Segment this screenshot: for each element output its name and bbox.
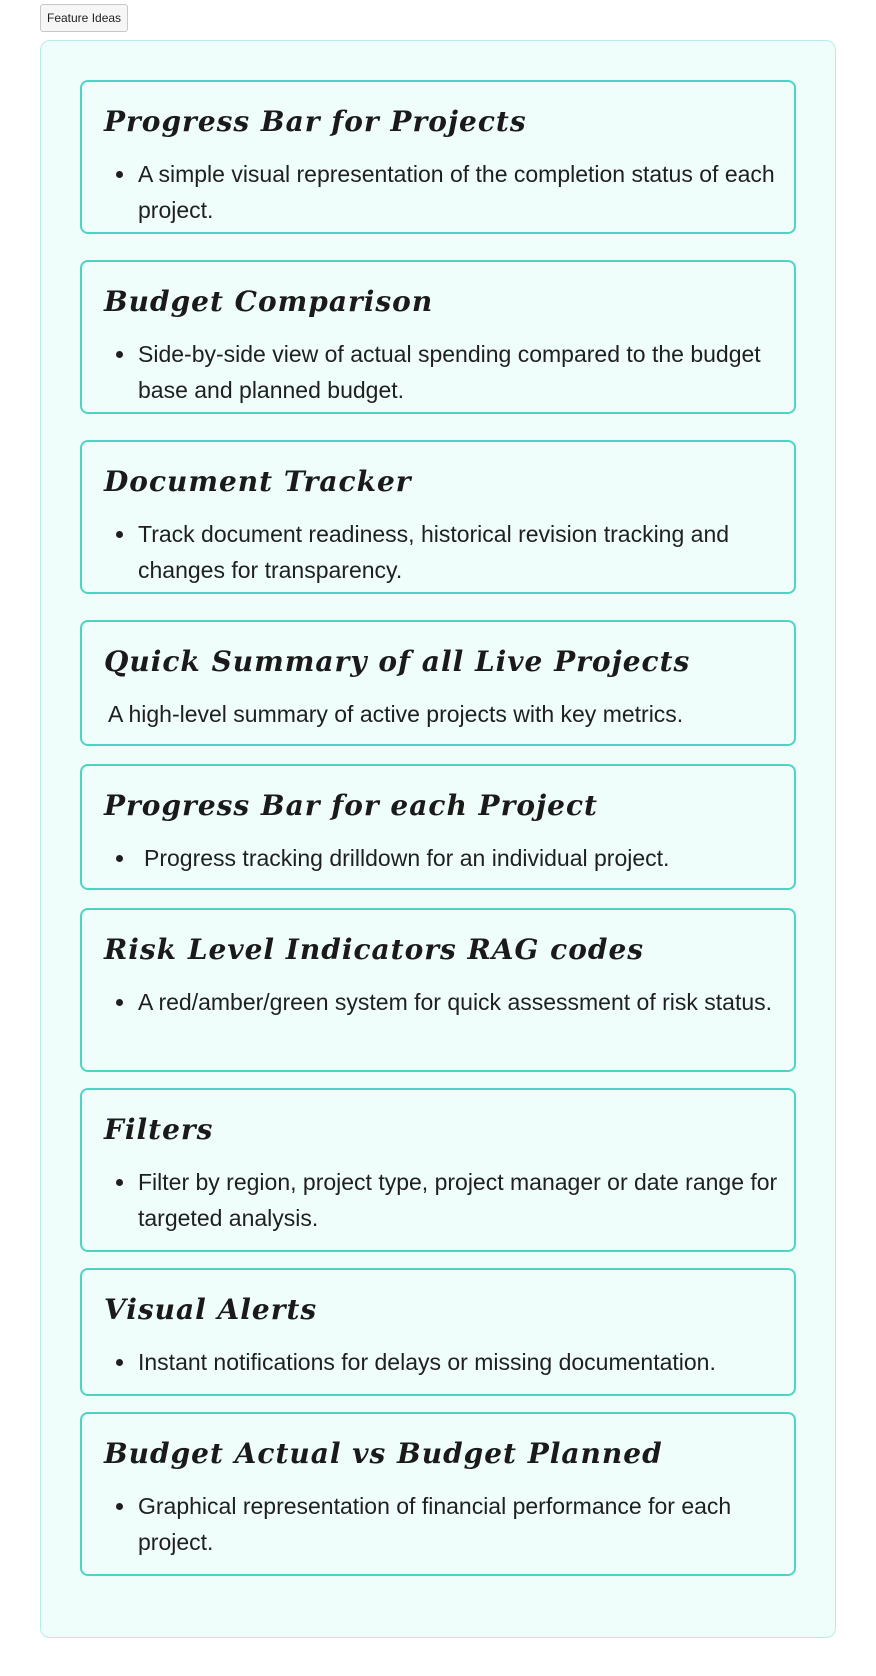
- card-title: Document Tracker: [104, 465, 412, 498]
- list-item: Filter by region, project type, project …: [116, 1164, 778, 1236]
- card-title: Quick Summary of all Live Projects: [104, 645, 691, 678]
- card-bullets: Side-by-side view of actual spending com…: [116, 336, 778, 408]
- feature-card-risk-level-indicators: Risk Level Indicators RAG codes A red/am…: [80, 908, 796, 1072]
- card-bullets: A red/amber/green system for quick asses…: [116, 984, 778, 1020]
- list-item: Graphical representation of financial pe…: [116, 1488, 778, 1560]
- card-title: Progress Bar for each Project: [104, 789, 598, 822]
- card-bullets: A simple visual representation of the co…: [116, 156, 778, 228]
- card-title: Filters: [104, 1113, 214, 1146]
- feature-card-progress-bar-each-project: Progress Bar for each Project Progress t…: [80, 764, 796, 890]
- card-description: A high-level summary of active projects …: [108, 701, 684, 727]
- card-bullets: Graphical representation of financial pe…: [116, 1488, 778, 1560]
- feature-card-filters: Filters Filter by region, project type, …: [80, 1088, 796, 1252]
- card-title: Progress Bar for Projects: [104, 105, 527, 138]
- feature-card-quick-summary: Quick Summary of all Live Projects A hig…: [80, 620, 796, 746]
- list-item: A red/amber/green system for quick asses…: [116, 984, 778, 1020]
- feature-card-budget-comparison: Budget Comparison Side-by-side view of a…: [80, 260, 796, 414]
- feature-card-budget-actual-vs-planned: Budget Actual vs Budget Planned Graphica…: [80, 1412, 796, 1576]
- feature-ideas-tab[interactable]: Feature Ideas: [40, 4, 129, 32]
- card-title: Visual Alerts: [104, 1293, 318, 1326]
- card-bullets: Track document readiness, historical rev…: [116, 516, 778, 588]
- card-title: Risk Level Indicators RAG codes: [104, 933, 645, 966]
- card-bullets: Progress tracking drilldown for an indiv…: [116, 840, 778, 876]
- card-bullets: Filter by region, project type, project …: [116, 1164, 778, 1236]
- card-title: Budget Comparison: [104, 285, 434, 318]
- feature-card-visual-alerts: Visual Alerts Instant notifications for …: [80, 1268, 796, 1396]
- feature-card-progress-bar-projects: Progress Bar for Projects A simple visua…: [80, 80, 796, 234]
- feature-card-document-tracker: Document Tracker Track document readines…: [80, 440, 796, 594]
- card-bullets: Instant notifications for delays or miss…: [116, 1344, 778, 1380]
- list-item: Track document readiness, historical rev…: [116, 516, 778, 588]
- list-item: Progress tracking drilldown for an indiv…: [116, 840, 778, 876]
- list-item: A simple visual representation of the co…: [116, 156, 778, 228]
- list-item: Instant notifications for delays or miss…: [116, 1344, 778, 1380]
- card-title: Budget Actual vs Budget Planned: [104, 1437, 663, 1470]
- list-item: Side-by-side view of actual spending com…: [116, 336, 778, 408]
